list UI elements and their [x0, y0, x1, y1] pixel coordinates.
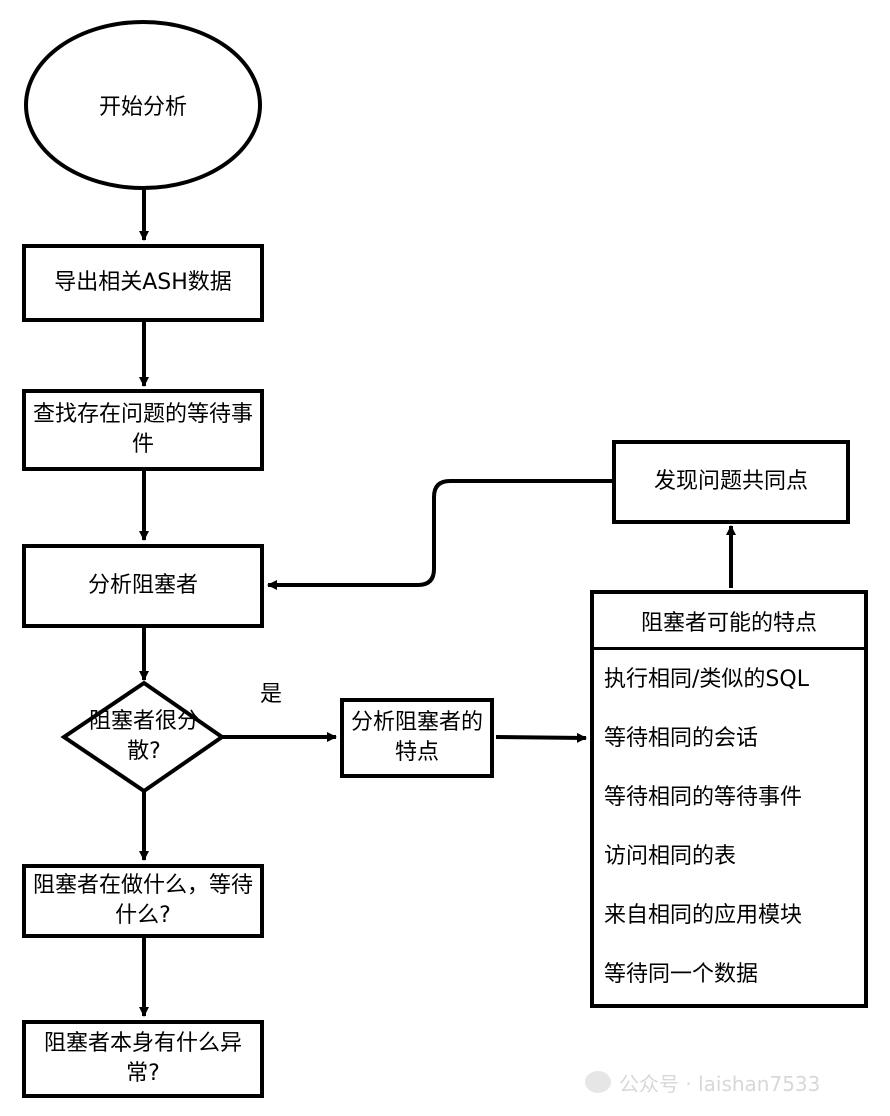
analyze-traits-node: 分析阻塞者的特点 [340, 698, 494, 778]
find-wait-events-node: 查找存在问题的等待事件 [22, 389, 264, 471]
traits-list-item: 等待相同的会话 [604, 726, 759, 751]
traits-list-item: 等待相同的等待事件 [604, 785, 803, 810]
traits-list: 阻塞者可能的特点 执行相同/类似的SQL 等待相同的会话 等待相同的等待事件 访… [590, 590, 868, 1008]
find-common-node: 发现问题共同点 [612, 440, 850, 524]
traits-list-item: 执行相同/类似的SQL [604, 667, 809, 692]
decision-label: 阻塞者很分散? [88, 709, 199, 764]
edge-traits-to-list [495, 732, 587, 743]
analyze-blockers-node: 分析阻塞者 [22, 544, 264, 628]
traits-list-item: 等待同一个数据 [604, 962, 759, 987]
wechat-icon [585, 1071, 611, 1093]
watermark-text: 公众号 · laishan7533 [619, 1071, 821, 1096]
self-anomaly-node: 阻塞者本身有什么异常? [22, 1020, 264, 1098]
yes-label: 是 [260, 682, 283, 707]
what-doing-node: 阻塞者在做什么，等待什么? [22, 864, 264, 938]
traits-list-header: 阻塞者可能的特点 [594, 594, 864, 650]
edge-common-to-analyze [267, 479, 612, 590]
traits-list-item: 来自相同的应用模块 [604, 903, 803, 928]
watermark: 公众号 · laishan7533 [585, 1062, 885, 1102]
start-node: 开始分析 [24, 20, 262, 190]
traits-list-item: 访问相同的表 [604, 844, 737, 869]
export-ash-node: 导出相关ASH数据 [22, 244, 264, 322]
decision-diamond [60, 680, 226, 794]
